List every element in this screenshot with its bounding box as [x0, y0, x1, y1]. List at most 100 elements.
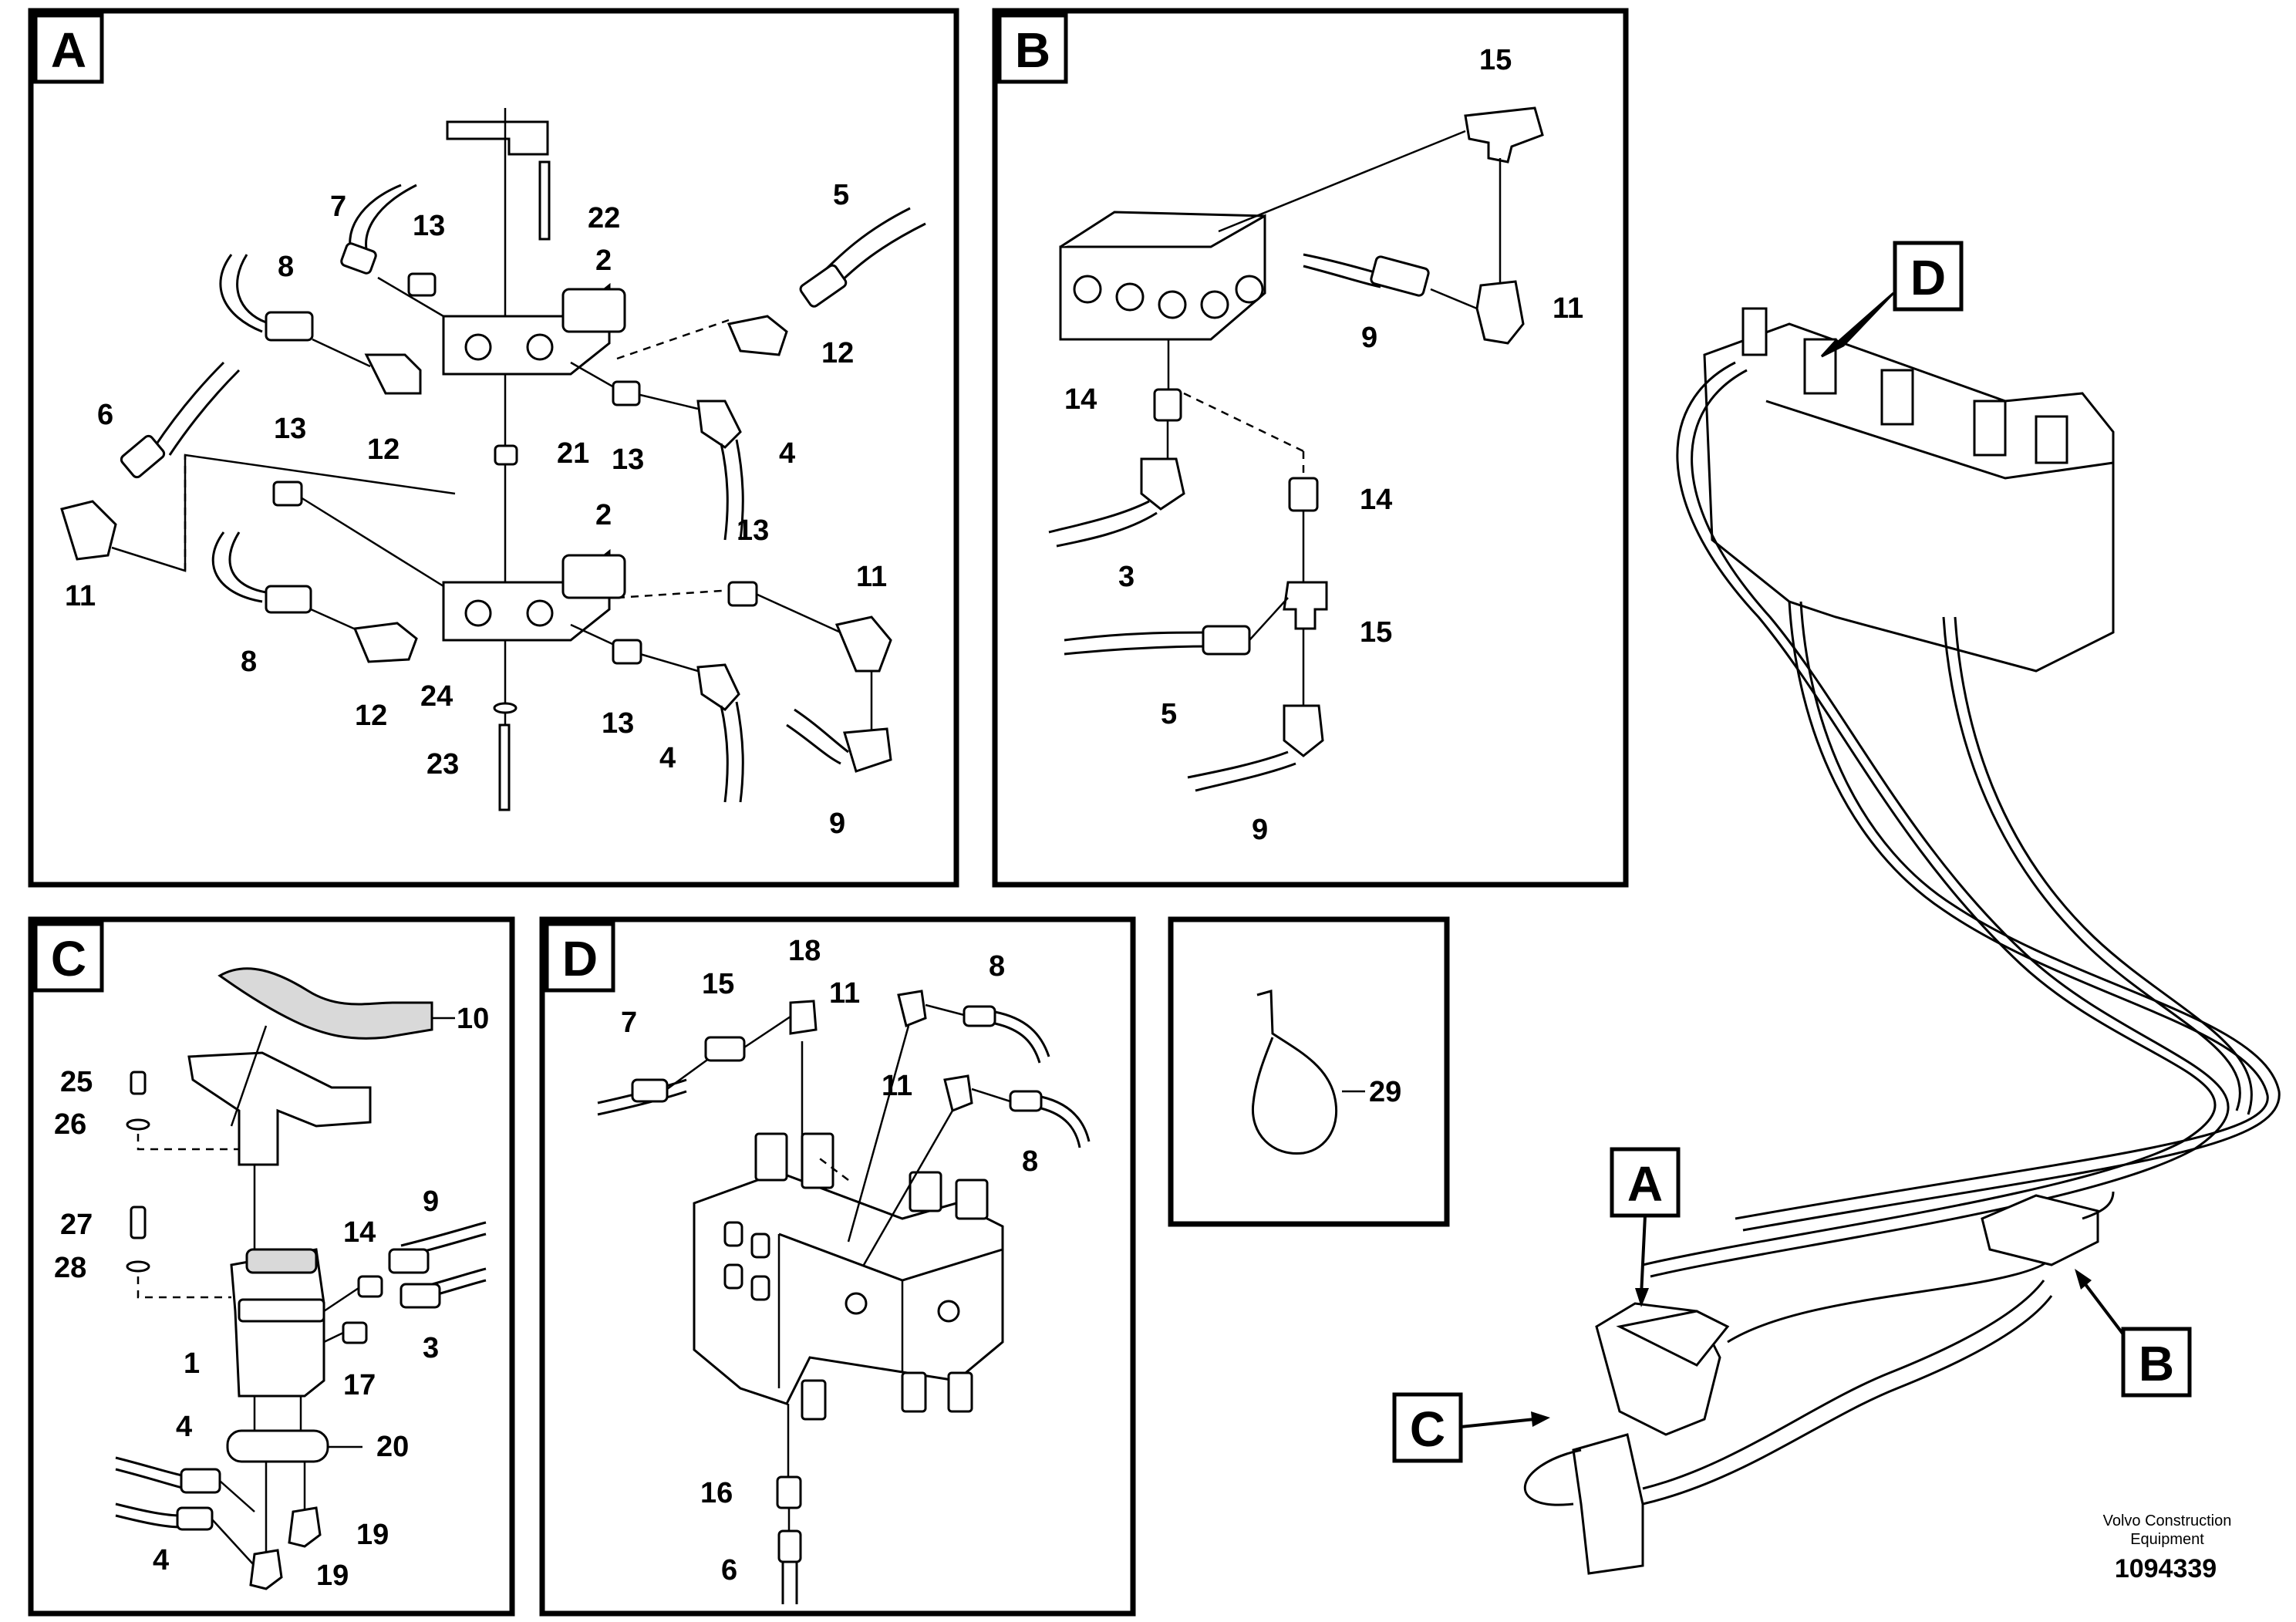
overview-valve-cap [2035, 415, 2068, 464]
callout: 11 [65, 580, 96, 612]
callout: 28 [54, 1252, 86, 1284]
fitting-16 [776, 1475, 802, 1509]
callout: 11 [829, 977, 860, 1010]
callout: 27 [60, 1209, 93, 1241]
gasket-20 [226, 1429, 329, 1463]
control-valve-assembly [693, 1171, 1004, 1405]
callout: 13 [413, 210, 445, 242]
elbow-12-lower [352, 622, 418, 663]
callout: 14 [1064, 383, 1097, 416]
hose-8 [994, 1010, 1050, 1057]
overview-valve-a [1616, 1310, 1730, 1367]
callout: 13 [612, 443, 644, 476]
panel-c: C [28, 916, 515, 1617]
callout: 8 [1022, 1145, 1038, 1178]
fitting-17 [342, 1321, 368, 1344]
valve-port [750, 1233, 770, 1259]
fitting-3 [400, 1283, 441, 1309]
callout: 15 [702, 968, 734, 1000]
hose-7b [597, 1090, 687, 1116]
footer: Volvo Construction Equipment 1094339 [2103, 1512, 2232, 1583]
panel-c-callouts: 10 25 26 27 28 9 14 3 17 1 20 4 4 19 19 [54, 1003, 489, 1592]
fitting-14-left [1153, 388, 1182, 422]
callout: 3 [1118, 561, 1135, 593]
fitting-8-lower [1009, 1090, 1043, 1112]
overview-marker-d [1893, 241, 1964, 312]
hose-5b [1064, 645, 1212, 656]
overview-illustration: D A B C [1392, 241, 2281, 1575]
overview-marker-c [1392, 1392, 1463, 1463]
overview-pilot-valve [1572, 1433, 1644, 1575]
cable-tie-29 [1251, 990, 1338, 1155]
elbow-9 [843, 727, 892, 773]
leader [300, 496, 444, 588]
leader [230, 1025, 268, 1127]
panel-c-label: C [51, 931, 86, 986]
panel-b-callouts: 15 9 11 14 14 3 15 5 9 [1064, 44, 1583, 846]
valve-port [937, 1300, 960, 1323]
pedal-bracket [187, 1051, 372, 1166]
leader [847, 1025, 910, 1243]
fitting-4-lower [696, 663, 740, 711]
overview-valve-edge [1765, 400, 2114, 480]
leader [639, 393, 699, 410]
hose-6b [168, 369, 241, 456]
document-number: 1094339 [2115, 1554, 2217, 1583]
elbow-19 [288, 1506, 322, 1548]
panel-b-label: B [1015, 22, 1050, 78]
overview-hose [2082, 1191, 2115, 1220]
elbow-11-top [897, 990, 927, 1028]
bracket [446, 120, 549, 156]
callout: 6 [97, 399, 113, 431]
panel-c-frame [28, 916, 515, 1617]
callout: 4 [153, 1544, 169, 1576]
overview-hose [1650, 369, 2230, 1278]
overview-hose [1735, 601, 2269, 1220]
callout: 15 [1360, 616, 1392, 649]
fitting-4 [696, 400, 742, 449]
callout: 5 [833, 179, 849, 211]
hose-4-lower [720, 705, 729, 803]
leader [211, 1519, 255, 1566]
callout: 19 [316, 1560, 349, 1592]
callout: 8 [989, 950, 1005, 983]
fitting-6 [120, 434, 166, 479]
callout: 14 [343, 1216, 376, 1249]
hose-8b [994, 1022, 1041, 1064]
fitting-7 [631, 1078, 669, 1103]
fitting-4-lower [176, 1506, 214, 1531]
callout: 26 [54, 1108, 86, 1141]
callout: 9 [1252, 814, 1268, 846]
screw-27 [130, 1206, 147, 1239]
overview-marker-d-label: D [1910, 250, 1946, 305]
valve-port [723, 1263, 743, 1290]
callout: 20 [376, 1431, 409, 1463]
fitting-8-lower [265, 585, 312, 614]
callout: 4 [176, 1411, 192, 1443]
callout: 7 [621, 1007, 637, 1039]
valve-cap [801, 1132, 834, 1189]
pilot-valve-1 [230, 1248, 325, 1398]
port [464, 333, 492, 361]
hose-9-lower [1187, 750, 1289, 779]
hose-8-lowerb [1040, 1107, 1081, 1148]
callout: 11 [856, 561, 887, 593]
overview-block-b [1981, 1194, 2099, 1266]
callout: 12 [367, 433, 400, 466]
leader [755, 592, 841, 634]
washer-26 [126, 1118, 150, 1131]
port [526, 333, 554, 361]
fitting [340, 242, 377, 275]
fitting-9-lower [1283, 704, 1324, 757]
callout: 18 [788, 935, 821, 967]
washer-24 [493, 702, 518, 714]
callout: 3 [423, 1332, 439, 1364]
valve-stub [947, 1371, 973, 1413]
callout: 24 [420, 680, 453, 713]
leader [377, 276, 444, 318]
fitting-3 [1140, 457, 1185, 511]
panel-a-label-box [33, 13, 104, 84]
leader [971, 1088, 1011, 1103]
tee-15-lower [1283, 581, 1328, 630]
hose-8-lowerb [228, 531, 267, 594]
